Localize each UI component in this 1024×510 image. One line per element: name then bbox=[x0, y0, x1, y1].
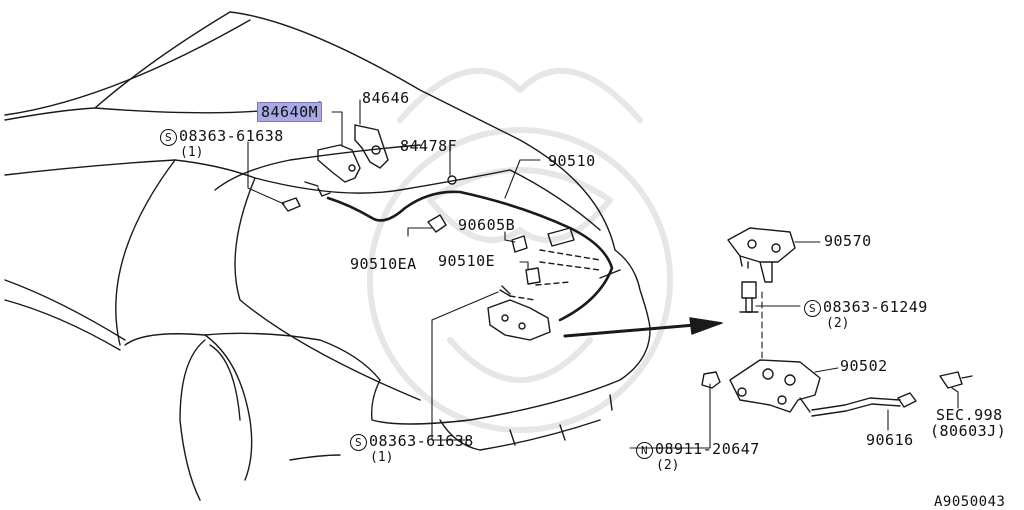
callout-84640m-highlight: 84640M bbox=[257, 102, 323, 122]
callout-90510[interactable]: 90510 bbox=[548, 152, 596, 170]
bolt-08363-61249 bbox=[739, 281, 759, 313]
striker-90570 bbox=[727, 227, 796, 283]
callout-84640m[interactable]: 84640M bbox=[257, 102, 323, 122]
callout-90616[interactable]: 90616 bbox=[866, 431, 914, 449]
callout-sec-ref: (80603J) bbox=[930, 422, 1007, 440]
callout-90570[interactable]: 90570 bbox=[824, 232, 872, 250]
latch-90502 bbox=[729, 359, 821, 413]
bolt-right-part: 08363-61249 bbox=[823, 298, 928, 316]
callout-90605b[interactable]: 90605B bbox=[458, 216, 516, 234]
s-circle-icon: S bbox=[804, 300, 821, 317]
bolt-bottom-qty: (1) bbox=[370, 450, 394, 465]
trunk-latch-car bbox=[487, 285, 551, 341]
nut-part: 08911-20647 bbox=[655, 440, 760, 458]
leader-lines bbox=[247, 99, 959, 449]
callout-84478f[interactable]: 84478F bbox=[400, 137, 458, 155]
n-circle-icon: N bbox=[636, 442, 653, 459]
s-circle-icon: S bbox=[160, 129, 177, 146]
diagram-id: A9050043 bbox=[934, 494, 1006, 510]
rod-90616 bbox=[811, 371, 973, 417]
bolt-top-qty: (1) bbox=[180, 145, 204, 160]
nut-08911-20647 bbox=[701, 371, 721, 389]
opener-cable bbox=[326, 190, 614, 322]
car-body-outline bbox=[4, 11, 651, 501]
callout-90510ea[interactable]: 90510EA bbox=[350, 255, 417, 273]
opener-lever-parts bbox=[281, 124, 457, 212]
cable-clips bbox=[427, 214, 601, 286]
bolt-bottom-part: 08363-61638 bbox=[369, 432, 474, 450]
callout-sec-998[interactable]: SEC.998 bbox=[936, 406, 1003, 424]
s-circle-icon: S bbox=[350, 434, 367, 451]
bolt-right-qty: (2) bbox=[826, 316, 850, 331]
bolt-top-part: 08363-61638 bbox=[179, 127, 284, 145]
nut-qty: (2) bbox=[656, 458, 680, 473]
callout-84646[interactable]: 84646 bbox=[362, 89, 410, 107]
callout-90502[interactable]: 90502 bbox=[840, 357, 888, 375]
callout-90510e[interactable]: 90510E bbox=[438, 252, 496, 270]
direction-arrow bbox=[563, 317, 723, 338]
